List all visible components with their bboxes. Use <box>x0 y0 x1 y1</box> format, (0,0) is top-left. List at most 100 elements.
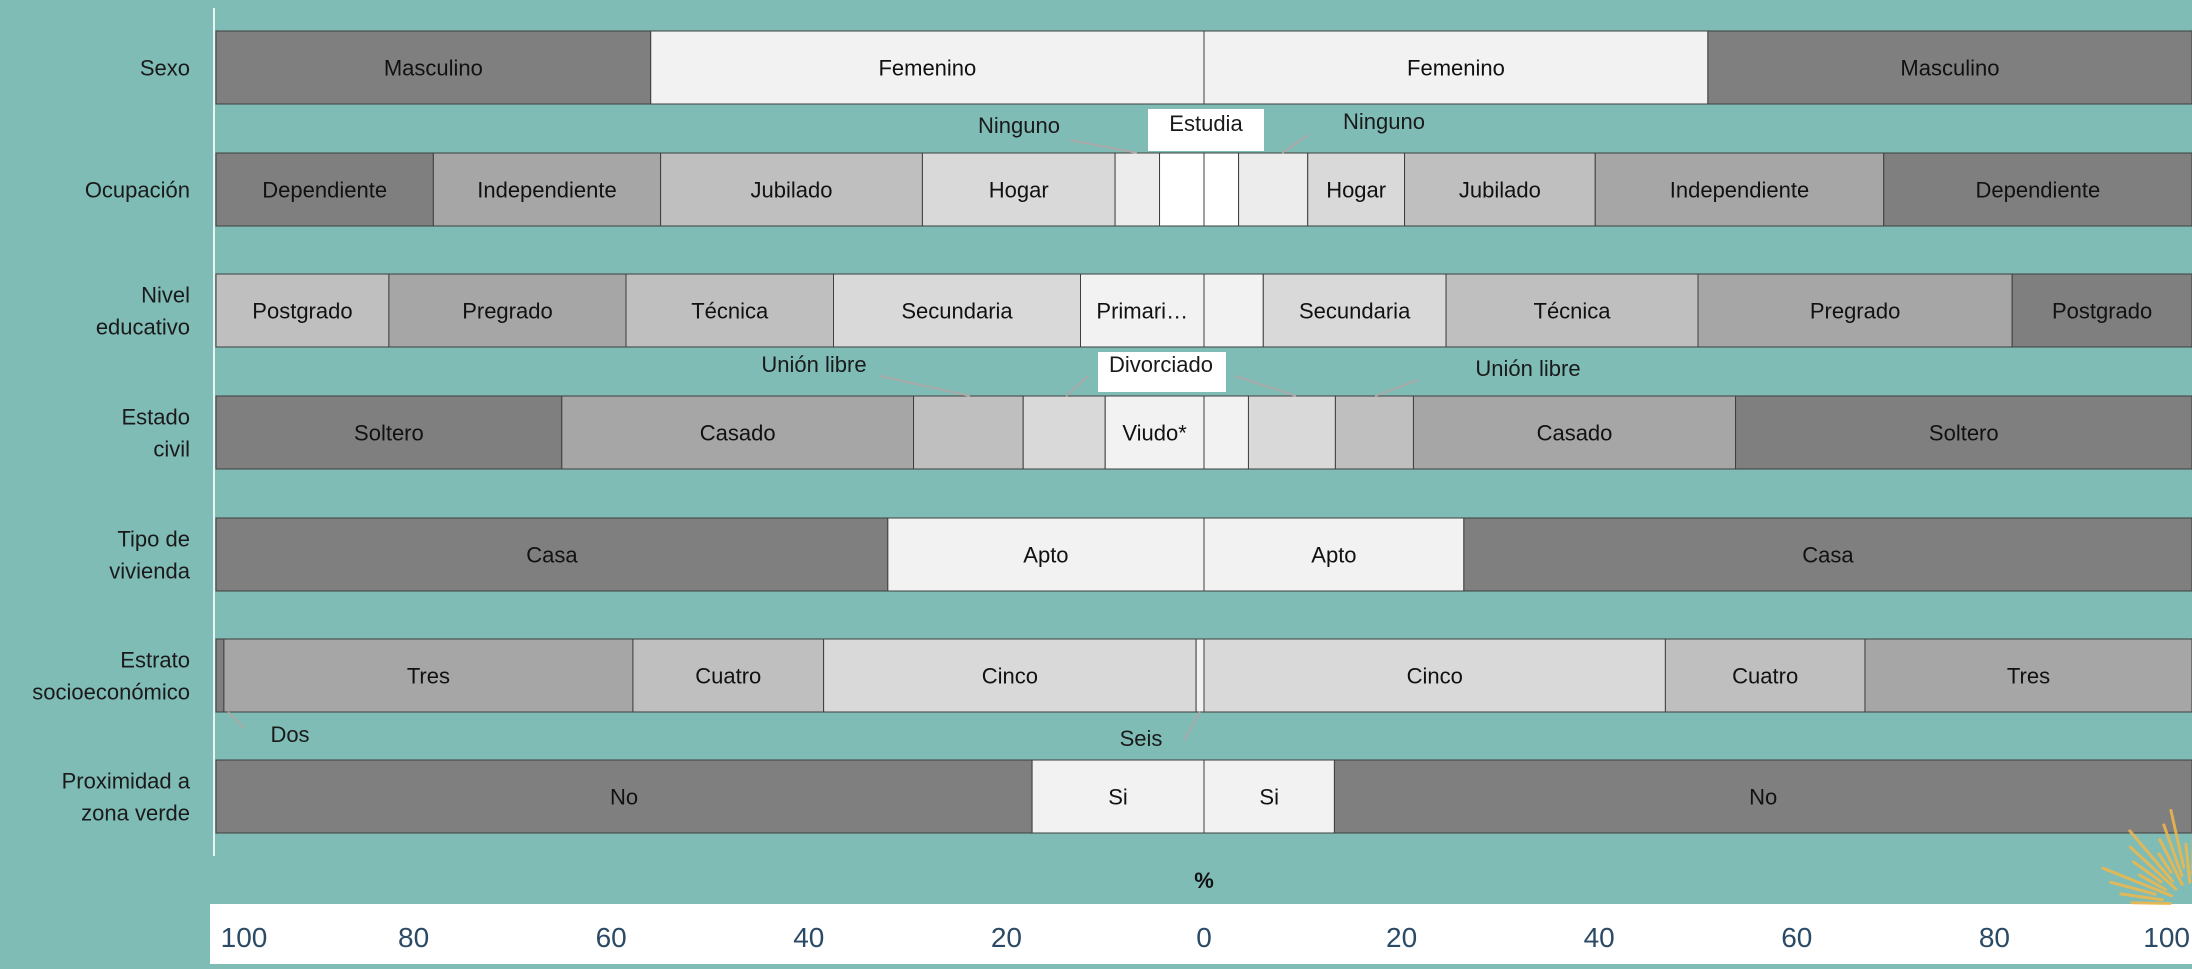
segment-label: Independiente <box>1670 178 1809 203</box>
segment-label: Si <box>1108 785 1128 810</box>
segment-label: Casado <box>700 421 776 446</box>
segment-label: Secundaria <box>1299 299 1411 324</box>
segment-label: Dependiente <box>1975 178 2100 203</box>
segment-label: Dependiente <box>262 178 387 203</box>
x-tick-label: 80 <box>1979 922 2010 953</box>
bar-segment-unlabeled-3-5 <box>1203 395 1249 470</box>
bar-segment-no-6-3 <box>1333 759 2192 834</box>
x-tick-label: 40 <box>793 922 824 953</box>
bar-segment-unlabeled-1-7 <box>1238 152 1309 227</box>
segment-label: Masculino <box>384 56 483 81</box>
bar-segment-unlabeled-3-7 <box>1334 395 1414 470</box>
bar-segment-soltero-3-9 <box>1735 395 2192 470</box>
bar-segment-cuatro-5-6 <box>1664 638 1866 713</box>
callout-dos: Dos <box>227 711 310 747</box>
bar-segment-tecnica-2-2 <box>625 273 835 348</box>
callout-leader-line <box>879 375 971 397</box>
bar-segment-no-6-0 <box>215 759 1033 834</box>
segment-label: Masculino <box>1900 56 1999 81</box>
bar-segment-secundaria-2-3 <box>833 273 1081 348</box>
bar-segment-cinco-5-5 <box>1203 638 1666 713</box>
bar-segment-si-6-1 <box>1031 759 1205 834</box>
callout-estudia: Estudia <box>1148 109 1264 151</box>
bar-segment-masculino-0-3 <box>1707 30 2192 105</box>
segment-label: Cuatro <box>695 664 761 689</box>
segment-label: Postgrado <box>2052 299 2152 324</box>
bar-segment-primari-2-4 <box>1080 273 1205 348</box>
bar-segment-apto-4-2 <box>1203 517 1465 592</box>
x-tick-label: 20 <box>991 922 1022 953</box>
decorative-sparkle-icon <box>2101 808 2192 906</box>
callout-leader-line <box>1234 375 1297 397</box>
bar-segment-unlabeled-3-3 <box>1022 395 1106 470</box>
bar-segment-unlabeled-1-5 <box>1159 152 1205 227</box>
callout-label: Estudia <box>1169 111 1243 136</box>
bar-segment-unlabeled-1-6 <box>1203 152 1240 227</box>
segment-label: Casa <box>1802 543 1854 568</box>
callout-leader-line <box>1069 139 1138 154</box>
bar-segment-casa-4-3 <box>1463 517 2192 592</box>
segment-label: Jubilado <box>1459 178 1541 203</box>
callout-label: Ninguno <box>978 113 1060 138</box>
bar-segment-unlabeled-2-5 <box>1203 273 1264 348</box>
segment-label: Apto <box>1311 543 1356 568</box>
bar-segment-pregrado-2-1 <box>388 273 627 348</box>
callout-divorciado: Divorciado <box>1065 352 1226 397</box>
bar-segment-unlabeled-5-0 <box>215 638 225 713</box>
callout-label: Dos <box>270 722 309 747</box>
segment-label: Cuatro <box>1732 664 1798 689</box>
segment-label: Cinco <box>1407 664 1463 689</box>
segment-label: Postgrado <box>252 299 352 324</box>
bar-segment-pregrado-2-8 <box>1697 273 2013 348</box>
callout-ninguno: Ninguno <box>1281 109 1425 154</box>
bar-segment-secundaria-2-6 <box>1262 273 1447 348</box>
callout-ninguno: Ninguno <box>978 113 1138 154</box>
row-label-ocupacion: Ocupación <box>85 178 190 203</box>
bar-segment-unlabeled-3-6 <box>1247 395 1336 470</box>
bar-segment-jubilado-1-2 <box>660 152 923 227</box>
segment-label: Pregrado <box>462 299 553 324</box>
x-axis-label-band <box>210 904 2192 964</box>
callout-leader-line <box>1374 379 1419 397</box>
callout-box <box>1148 109 1264 151</box>
segment-label: Si <box>1259 785 1279 810</box>
bar-segment-dependiente-1-11 <box>1883 152 2192 227</box>
segment-label: Casado <box>1537 421 1613 446</box>
segment-label: Tres <box>407 664 450 689</box>
bar-segment-unlabeled-1-4 <box>1114 152 1161 227</box>
callout-union-libre: Unión libre <box>1374 356 1581 397</box>
callout-leader-line <box>1065 375 1089 397</box>
bar-segment-casado-3-1 <box>561 395 915 470</box>
bar-segment-soltero-3-0 <box>215 395 563 470</box>
segment-label: Viudo* <box>1122 421 1187 446</box>
segment-label: Tres <box>2007 664 2050 689</box>
bar-segment-femenino-0-1 <box>650 30 1205 105</box>
x-tick-label: 60 <box>1781 922 1812 953</box>
x-tick-label: 40 <box>1584 922 1615 953</box>
callout-leader-line <box>227 711 245 729</box>
callout-leader-line <box>1183 711 1201 741</box>
segment-label: Pregrado <box>1810 299 1901 324</box>
bar-segment-masculino-0-0 <box>215 30 652 105</box>
segment-label: Secundaria <box>901 299 1013 324</box>
segment-label: Jubilado <box>751 178 833 203</box>
segment-label: Apto <box>1023 543 1068 568</box>
segment-label: Técnica <box>691 299 769 324</box>
callout-label: Ninguno <box>1343 109 1425 134</box>
segment-label: Casa <box>526 543 578 568</box>
bar-segment-jubilado-1-9 <box>1404 152 1596 227</box>
callout-seis: Seis <box>1120 711 1201 751</box>
bar-segment-apto-4-1 <box>887 517 1205 592</box>
bar-segment-hogar-1-8 <box>1307 152 1406 227</box>
bar-segment-femenino-0-2 <box>1203 30 1709 105</box>
